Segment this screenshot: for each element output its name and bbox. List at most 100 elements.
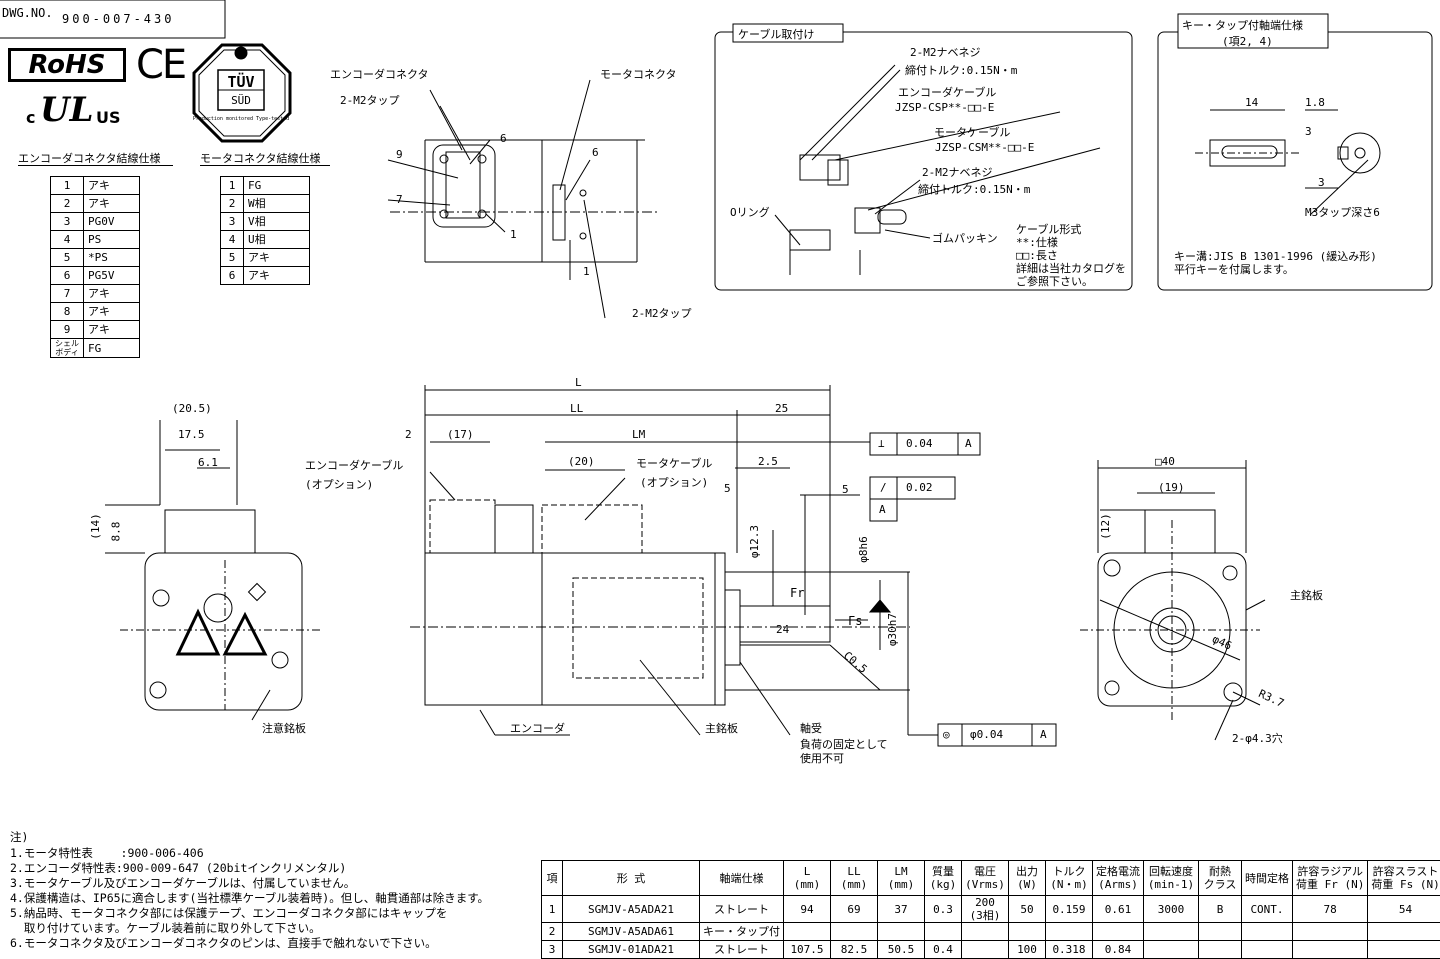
spec-header-cell: 形 式 xyxy=(563,861,700,896)
motor-wiring-pin: 3 xyxy=(221,213,244,231)
cable-box-title: ケーブル取付け xyxy=(738,26,814,42)
spec-cell: ストレート xyxy=(700,896,784,923)
pin-6a-label: 6 xyxy=(500,132,507,145)
encoder-wiring-signal: アキ xyxy=(84,303,140,321)
spec-header-cell: 出力 (W) xyxy=(1009,861,1046,896)
front-dim-14: (14) xyxy=(89,513,102,540)
spec-cell: 3000 xyxy=(1144,896,1199,923)
encoder-cable-model: JZSP-CSP**-□□-E xyxy=(895,101,994,114)
thrust-load-fs: Fs xyxy=(848,614,862,628)
spec-cell xyxy=(784,923,831,941)
end-view xyxy=(1080,460,1265,740)
spec-cell xyxy=(1144,923,1199,941)
pin-6b-label: 6 xyxy=(592,146,599,159)
dim-24: 24 xyxy=(776,623,789,636)
caution-plate-label: 注意銘板 xyxy=(262,720,306,736)
dim-2: 2 xyxy=(405,428,412,441)
spec-header-cell: 許容スラスト 荷重 Fs (N) xyxy=(1368,861,1440,896)
spec-cell: SGMJV-A5ADA61 xyxy=(563,923,700,941)
encoder-wiring-pin: 9 xyxy=(51,321,84,339)
key-dim-1-8: 1.8 xyxy=(1305,96,1325,109)
spec-cell: SGMJV-01ADA21 xyxy=(563,941,700,959)
motor-cable-opt-1: モータケーブル xyxy=(636,455,712,471)
spec-cell xyxy=(1199,941,1242,959)
spec-header-cell: 定格電流 (Arms) xyxy=(1093,861,1144,896)
spec-cell xyxy=(925,923,962,941)
encoder-wiring-pin: 1 xyxy=(51,177,84,195)
motor-wiring-signal: V相 xyxy=(244,213,310,231)
spec-header-cell: 電圧 (Vrms) xyxy=(962,861,1009,896)
dim-LM: LM xyxy=(632,428,645,441)
encoder-cable-opt-1: エンコーダケーブル xyxy=(305,457,403,473)
dim-phi8h6: φ8h6 xyxy=(857,536,870,563)
bearing-label: 軸受 xyxy=(800,720,822,736)
tol-2-ref: A xyxy=(879,503,886,516)
dim-17: (17) xyxy=(447,428,474,441)
cable-torque-1: 締付トルク:0.15N・m xyxy=(905,62,1017,78)
spec-cell: 0.3 xyxy=(925,896,962,923)
end-dim-19: (19) xyxy=(1158,481,1185,494)
end-mount-holes: 2-φ4.3穴 xyxy=(1232,730,1283,746)
spec-cell xyxy=(878,923,925,941)
motor-wiring-pin: 1 xyxy=(221,177,244,195)
spec-cell xyxy=(1242,923,1293,941)
spec-cell xyxy=(1242,941,1293,959)
oring-label: Oリング xyxy=(730,204,770,220)
motor-wiring-title-underline xyxy=(200,165,330,166)
spec-header-cell: 許容ラジアル 荷重 Fr (N) xyxy=(1293,861,1368,896)
dim-5a: 5 xyxy=(724,482,731,495)
cable-screw-1: 2-M2ナベネジ xyxy=(910,44,981,60)
key-dim-3b: 3 xyxy=(1318,176,1325,189)
tolerance-frames xyxy=(870,433,1056,746)
encoder-cable-opt-2: (オプション) xyxy=(305,476,373,492)
encoder-wiring-signal: PG5V xyxy=(84,267,140,285)
spec-cell xyxy=(1046,923,1093,941)
encoder-label: エンコーダ xyxy=(510,720,565,736)
encoder-wiring-signal: PS xyxy=(84,231,140,249)
end-dim-sq40: □40 xyxy=(1155,455,1175,468)
spec-cell: CONT. xyxy=(1242,896,1293,923)
dim-5b: 5 xyxy=(842,483,849,496)
spec-cell: 50.5 xyxy=(878,941,925,959)
encoder-wiring-pin: 8 xyxy=(51,303,84,321)
encoder-wiring-pin: シェル ボディ xyxy=(51,339,84,358)
spec-cell: ストレート xyxy=(700,941,784,959)
spec-cell: 78 xyxy=(1293,896,1368,923)
key-tap-label: M3タップ深さ6 xyxy=(1305,204,1380,220)
motor-wiring-pin: 6 xyxy=(221,267,244,285)
encoder-wiring-title-underline xyxy=(18,165,173,166)
spec-header-cell: 質量 (kg) xyxy=(925,861,962,896)
tuv-main-text: TÜV xyxy=(227,72,254,91)
note-line: 3.モータケーブル及びエンコーダケーブルは、付属していません。 xyxy=(10,876,489,891)
m2-tap-top-label: 2-M2タップ xyxy=(340,92,400,108)
bearing-note-2: 使用不可 xyxy=(800,750,844,766)
tol-2-symbol: / xyxy=(880,481,887,494)
note-line: 4.保護構造は、IP65に適合します(当社標準ケーブル装着時)。但し、軸貫通部は… xyxy=(10,891,489,906)
spec-cell: 94 xyxy=(784,896,831,923)
motor-cable-model: JZSP-CSM**-□□-E xyxy=(935,141,1034,154)
pin-7-label: 7 xyxy=(396,193,403,206)
encoder-wiring-pin: 7 xyxy=(51,285,84,303)
front-dim-6-1: 6.1 xyxy=(198,456,218,469)
spec-cell: B xyxy=(1199,896,1242,923)
pin-9-label: 9 xyxy=(396,148,403,161)
motor-wiring-title: モータコネクタ結線仕様 xyxy=(200,150,321,166)
spec-cell: 37 xyxy=(878,896,925,923)
note-line: 取り付けています。ケーブル装着前に取り外して下さい。 xyxy=(10,921,489,936)
spec-cell xyxy=(962,923,1009,941)
tuv-caption: Production monitored Type-tested xyxy=(193,116,289,122)
